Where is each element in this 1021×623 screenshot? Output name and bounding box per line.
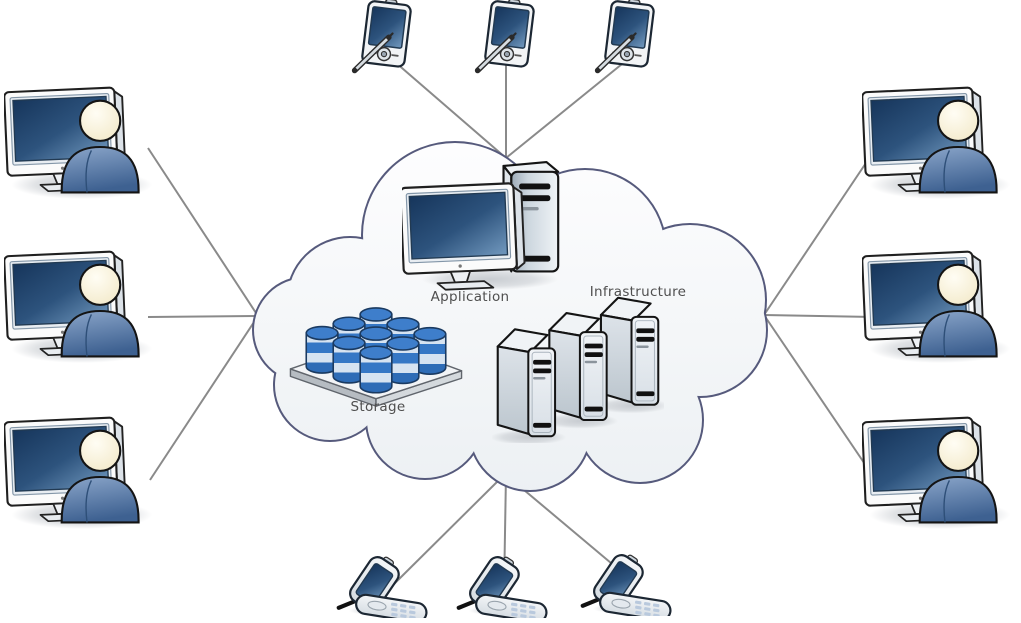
- pda-icon: [355, 0, 412, 71]
- application-label: Application: [431, 289, 510, 305]
- connector-line: [389, 473, 506, 589]
- user-workstation-icon: [4, 87, 152, 199]
- connector-line: [147, 147, 259, 317]
- user-workstation-icon: [862, 251, 1010, 363]
- mobile-phone-icon: [459, 551, 548, 623]
- connector-line: [763, 314, 876, 480]
- mobile-phone-icon: [339, 551, 428, 623]
- user-workstation-icon: [862, 417, 1010, 529]
- storage-label: Storage: [351, 399, 406, 415]
- connector-line: [394, 61, 507, 159]
- user-workstation-icon: [4, 417, 152, 529]
- infrastructure-label: Infrastructure: [590, 284, 687, 300]
- user-workstation-icon: [862, 87, 1010, 199]
- user-workstation-icon: [4, 251, 152, 363]
- pda-icon: [598, 0, 655, 71]
- connector-line: [763, 314, 875, 318]
- connector-lines: [147, 61, 877, 593]
- pda-icon: [478, 0, 535, 71]
- connector-line: [763, 147, 877, 316]
- connector-line: [505, 63, 623, 159]
- mobile-phone-icon: [583, 549, 672, 622]
- connector-line: [147, 315, 259, 318]
- connector-line: [149, 315, 259, 481]
